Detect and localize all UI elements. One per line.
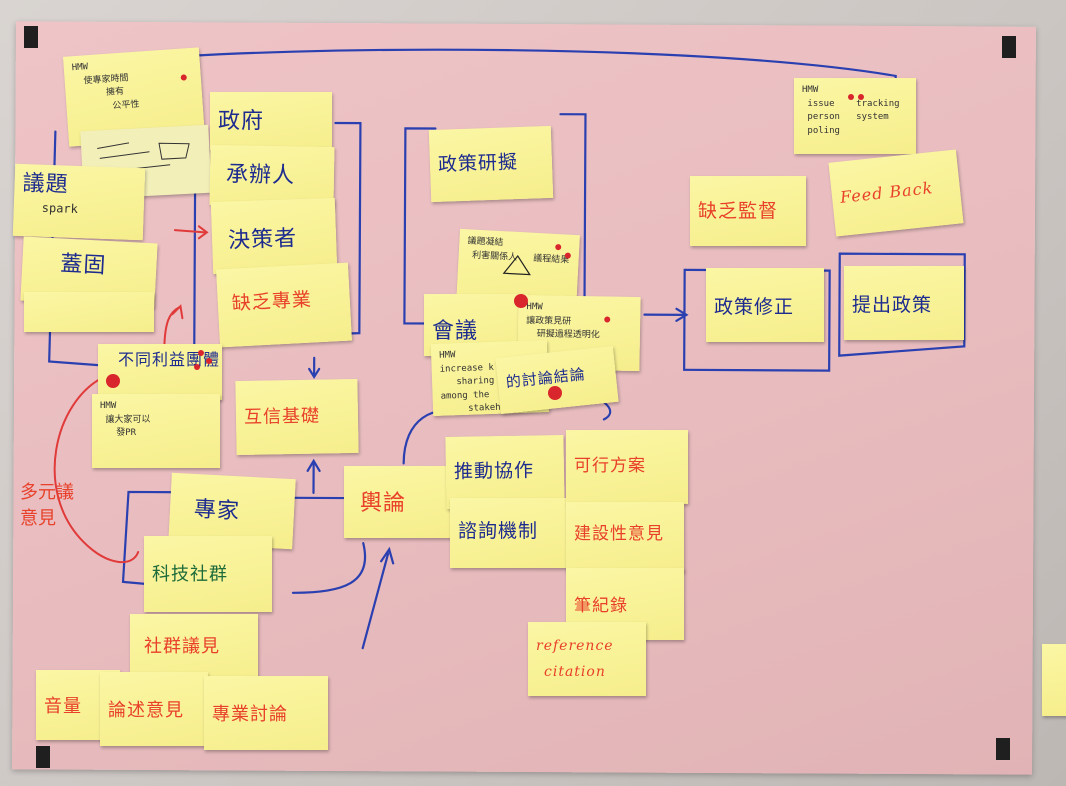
hmw-stakeholder-note: HMW 讓大家可以 發PR <box>92 394 220 468</box>
triangle-note: 議題凝結 利害關係人 議程結果 <box>456 228 580 312</box>
feedback-note: Feed Back <box>828 149 964 237</box>
citation-label: citation <box>544 663 606 680</box>
vote-dot <box>198 350 204 356</box>
tape-top-right <box>1002 36 1016 58</box>
sketch-note <box>80 124 212 200</box>
viable-label: 可行方案 <box>574 456 646 476</box>
lack-prof-note: 缺乏專業 <box>216 262 352 348</box>
interest-circle-note: 不同利益團體 <box>98 344 222 400</box>
vote-sticker <box>514 294 528 308</box>
constructive-note: 建設性意見 <box>566 502 684 572</box>
constructive-label: 建設性意見 <box>574 524 664 544</box>
vote-dot <box>194 364 200 370</box>
gov-label: 政府 <box>218 109 265 134</box>
vote-dot <box>206 358 212 364</box>
lack-prof-label: 缺乏專業 <box>231 288 313 315</box>
reference-label: reference <box>536 638 614 654</box>
reference-note: reference citation <box>528 622 646 696</box>
vote-sticker <box>106 374 120 388</box>
policy-research-note: 政策研擬 <box>428 125 554 203</box>
expert-label: 專家 <box>193 497 241 525</box>
spark-label: spark <box>41 200 79 216</box>
decision-note: 決策者 <box>210 197 338 275</box>
tape-bottom-left <box>36 746 50 768</box>
meeting-label: 會議 <box>432 319 479 344</box>
sketch-drawing <box>97 142 190 173</box>
vote-dot <box>848 94 854 100</box>
tech-community-note: 科技社群 <box>144 536 272 612</box>
trust-note: 互信基礎 <box>235 378 359 456</box>
community-view-label: 社群議見 <box>144 636 220 657</box>
gov-note: 政府 <box>210 92 332 150</box>
pro-discuss-note: 專業討論 <box>204 676 328 750</box>
stuck-label: 蓋固 <box>59 251 107 279</box>
cooperate-label: 推動協作 <box>453 459 535 483</box>
voice-label: 音量 <box>44 696 82 717</box>
viable-note: 可行方案 <box>566 430 688 504</box>
vote-dot <box>858 94 864 100</box>
tech-community-label: 科技社群 <box>152 564 228 585</box>
policy-research-label: 政策研擬 <box>437 151 519 176</box>
edge-note <box>1042 644 1066 716</box>
public-opinion-note: 輿論 <box>344 466 452 538</box>
diverse-label: 多元議意見 <box>20 482 74 529</box>
propose-label: 提出政策 <box>852 294 933 316</box>
argument-note: 論述意見 <box>100 672 208 746</box>
pro-discuss-label: 專業討論 <box>212 704 288 725</box>
hidden-note <box>24 292 154 332</box>
quote-label: 筆紀錄 <box>574 596 628 616</box>
tape-top-left <box>24 26 38 48</box>
feedback-label: Feed Back <box>839 178 935 207</box>
issue-note: 議題 spark <box>12 163 146 241</box>
decision-label: 決策者 <box>227 226 298 254</box>
trust-label: 互信基礎 <box>243 405 321 428</box>
lack-supervision-note: 缺乏監督 <box>690 176 806 246</box>
vote-dot <box>604 316 611 323</box>
triangle-icon <box>502 254 531 276</box>
hmw-tracking-note: HMW issue tracking person system poling <box>794 78 916 154</box>
policy-fix-note: 政策修正 <box>706 268 824 342</box>
policy-fix-label: 政策修正 <box>714 296 795 318</box>
interest-circle-label: 不同利益團體 <box>118 350 221 369</box>
consult-note: 諮詢機制 <box>450 498 568 568</box>
lack-supervision-label: 缺乏監督 <box>698 200 779 222</box>
issue-label: 議題 <box>22 171 70 198</box>
consult-label: 諮詢機制 <box>458 520 539 542</box>
public-opinion-label: 輿論 <box>360 491 407 516</box>
propose-note: 提出政策 <box>844 266 964 340</box>
vote-sticker <box>548 386 562 400</box>
argument-label: 論述意見 <box>108 700 184 721</box>
official-label: 承辦人 <box>225 162 296 189</box>
tape-bottom-right <box>996 738 1010 760</box>
